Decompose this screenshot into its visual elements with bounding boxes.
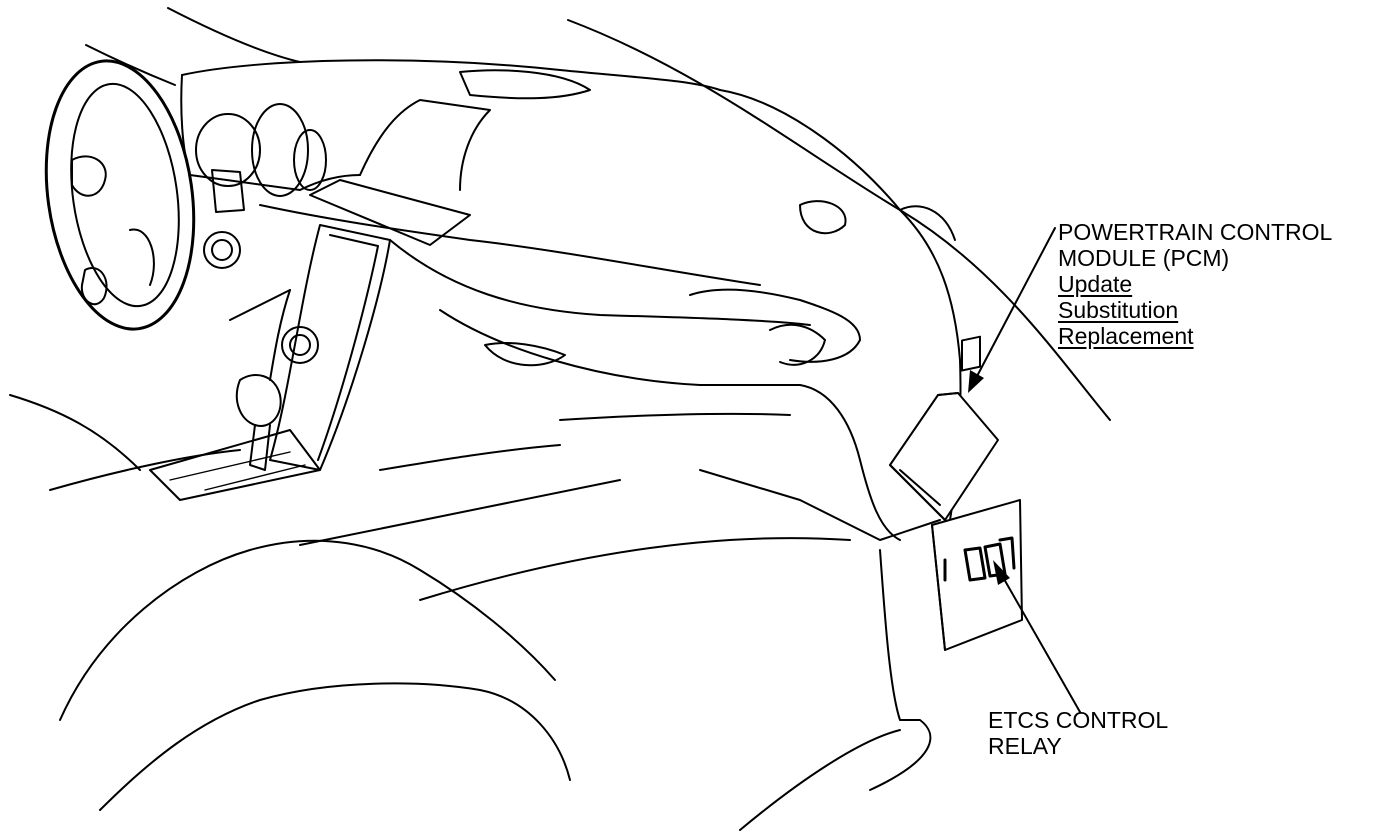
pcm-leader: [968, 227, 1056, 393]
dashboard-top: [259, 69, 962, 521]
pcm-callout-line2: MODULE (PCM): [1058, 245, 1230, 271]
pcm-callout: POWERTRAIN CONTROL MODULE (PCM) Update S…: [1058, 219, 1332, 349]
relay-callout-line2: RELAY: [988, 733, 1062, 759]
relay-leader: [993, 560, 1081, 713]
relay-callout-line1: ETCS CONTROL: [988, 707, 1169, 733]
lower-dashboard: [379, 239, 941, 541]
substitution-link[interactable]: Substitution: [1058, 297, 1179, 323]
relay-callout: ETCS CONTROL RELAY: [988, 707, 1168, 759]
instrument-cluster: [180, 59, 721, 269]
update-link[interactable]: Update: [1058, 271, 1133, 297]
seat-and-floor: [9, 394, 932, 831]
windshield-lines: [85, 7, 1111, 421]
gear-shifter: [149, 374, 321, 501]
replacement-link[interactable]: Replacement: [1058, 323, 1194, 349]
etcs-relay: [931, 335, 1023, 651]
steering-wheel: [44, 59, 196, 331]
pcm-module: [889, 392, 999, 521]
pcm-callout-line1: POWERTRAIN CONTROL: [1058, 219, 1333, 245]
